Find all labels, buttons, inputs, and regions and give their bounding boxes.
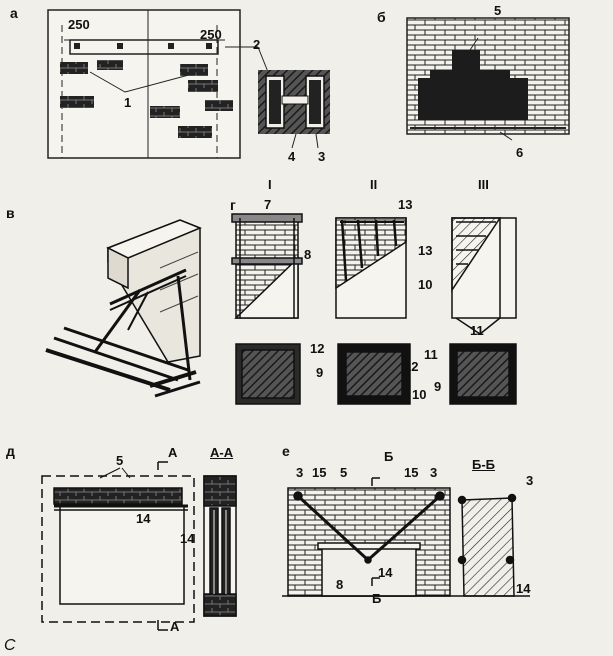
panel-d-drawing	[41, 461, 237, 631]
panel-g-letter: г	[230, 197, 236, 213]
panel-g-label-13a: 13	[398, 197, 413, 212]
panel-d-label-14b: 14	[180, 531, 195, 546]
panel-g-stage-2: II	[370, 177, 378, 192]
panel-b-label-5: 5	[494, 3, 502, 18]
panel-b-drawing	[406, 17, 570, 141]
panel-a-label-2: 2	[253, 37, 261, 52]
panel-e-label-15b: 15	[404, 465, 419, 480]
panel-e-section-mark-bottom: Б	[372, 591, 382, 606]
panel-g-label-7: 7	[264, 197, 272, 212]
panel-v-letter: в	[6, 205, 15, 221]
panel-a-dim-right: 250	[200, 27, 222, 42]
panel-b-letter: б	[377, 9, 386, 25]
panel-g-drawing	[231, 213, 517, 405]
panel-g-label-12b: 12	[404, 359, 419, 374]
panel-g-label-9b: 9	[434, 379, 442, 394]
panel-e-section-mark-top: Б	[384, 449, 394, 464]
panel-g-label-11b: 11	[424, 347, 438, 362]
panel-e-label-3a: 3	[296, 465, 304, 480]
panel-g-label-8: 8	[304, 247, 312, 262]
panel-g-label-10b: 10	[412, 387, 427, 402]
panel-e-letter: е	[282, 443, 290, 459]
panel-a-label-3: 3	[318, 149, 326, 164]
panel-b-label-6: 6	[516, 145, 524, 160]
panel-d-label-14a: 14	[136, 511, 151, 526]
panel-v-drawing	[45, 219, 202, 398]
panel-e-label-14a: 14	[378, 565, 393, 580]
panel-g-label-10a: 10	[418, 277, 433, 292]
panel-e-label-3c: 3	[526, 473, 534, 488]
panel-d-section-mark-bottom: А	[170, 619, 180, 634]
panel-g-label-9a: 9	[316, 365, 324, 380]
panel-g-label-13b: 13	[418, 243, 433, 258]
panel-e-label-8: 8	[336, 577, 344, 592]
panel-e-drawing	[287, 477, 517, 597]
panel-a-drawing	[47, 9, 330, 159]
panel-d-section-title: А-А	[210, 445, 234, 460]
panel-a-letter: а	[10, 5, 18, 21]
panel-e-label-14b: 14	[516, 581, 531, 596]
corner-mark: С	[4, 637, 16, 654]
panel-d-label-5: 5	[116, 453, 124, 468]
panel-e-label-5: 5	[340, 465, 348, 480]
panel-g-stage-1: I	[268, 177, 272, 192]
panel-e-section-title: Б-Б	[472, 457, 496, 472]
panel-e-label-3b: 3	[430, 465, 438, 480]
panel-g-stage-3: III	[478, 177, 489, 192]
panel-e-label-15a: 15	[312, 465, 327, 480]
panel-g-label-11a: 11	[470, 323, 484, 338]
panel-a-label-4: 4	[288, 149, 296, 164]
panel-d-letter: д	[6, 443, 15, 459]
panel-d-section-mark-top: А	[168, 445, 178, 460]
panel-g-label-12a: 12	[310, 341, 325, 356]
panel-a-dim-left: 250	[68, 17, 90, 32]
panel-a-label-1: 1	[124, 95, 132, 110]
